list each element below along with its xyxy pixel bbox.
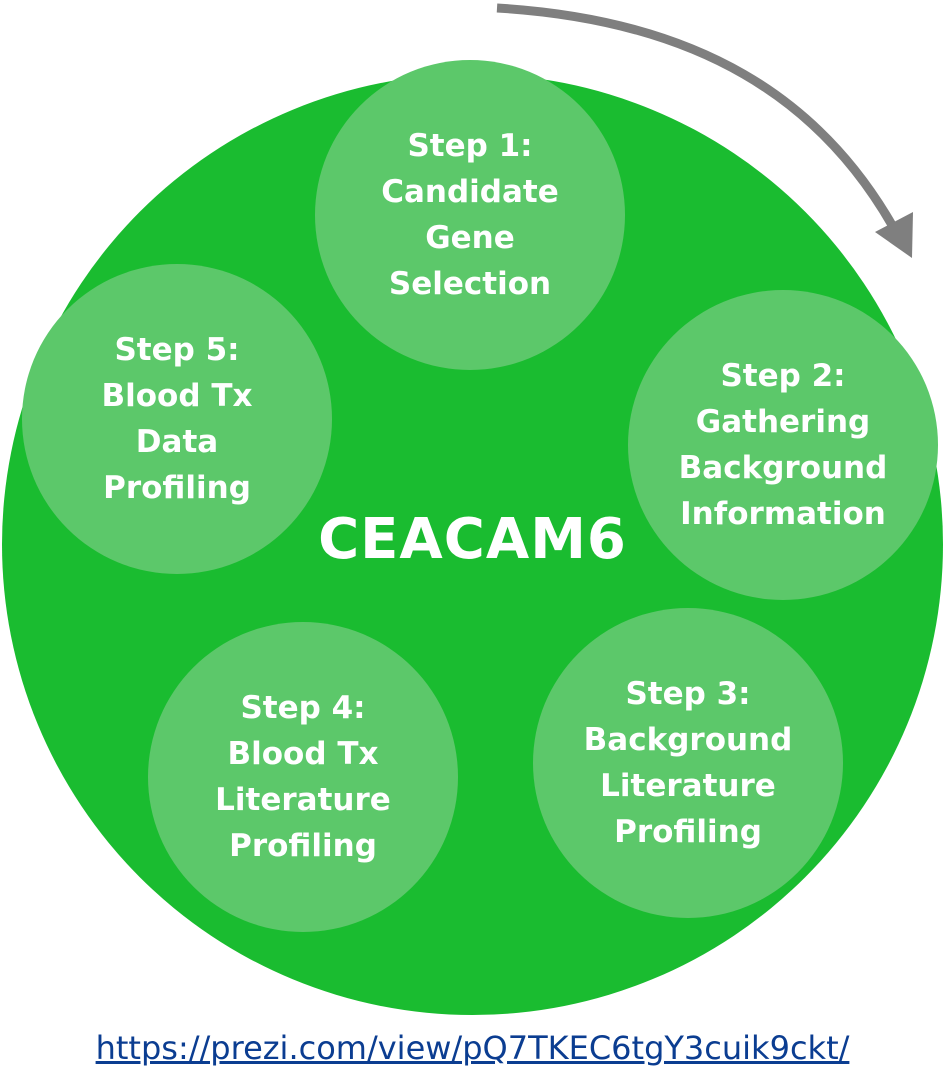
step-5-circle: Step 5: Blood Tx Data Profiling	[22, 264, 332, 574]
step-4-circle: Step 4: Blood Tx Literature Profiling	[148, 622, 458, 932]
source-link[interactable]: https://prezi.com/view/pQ7TKEC6tgY3cuik9…	[95, 1029, 850, 1067]
step-2-circle: Step 2: Gathering Background Information	[628, 290, 938, 600]
center-gene-label: CEACAM6	[318, 507, 627, 572]
step-3-circle: Step 3: Background Literature Profiling	[533, 608, 843, 918]
step-1-label: Step 1: Candidate Gene Selection	[381, 128, 559, 302]
step-4-label: Step 4: Blood Tx Literature Profiling	[215, 690, 391, 864]
step-1-circle: Step 1: Candidate Gene Selection	[315, 60, 625, 370]
step-5-label: Step 5: Blood Tx Data Profiling	[101, 332, 253, 506]
step-2-label: Step 2: Gathering Background Information	[678, 358, 888, 532]
step-3-label: Step 3: Background Literature Profiling	[583, 676, 793, 850]
curved-arrow-head	[875, 212, 913, 258]
